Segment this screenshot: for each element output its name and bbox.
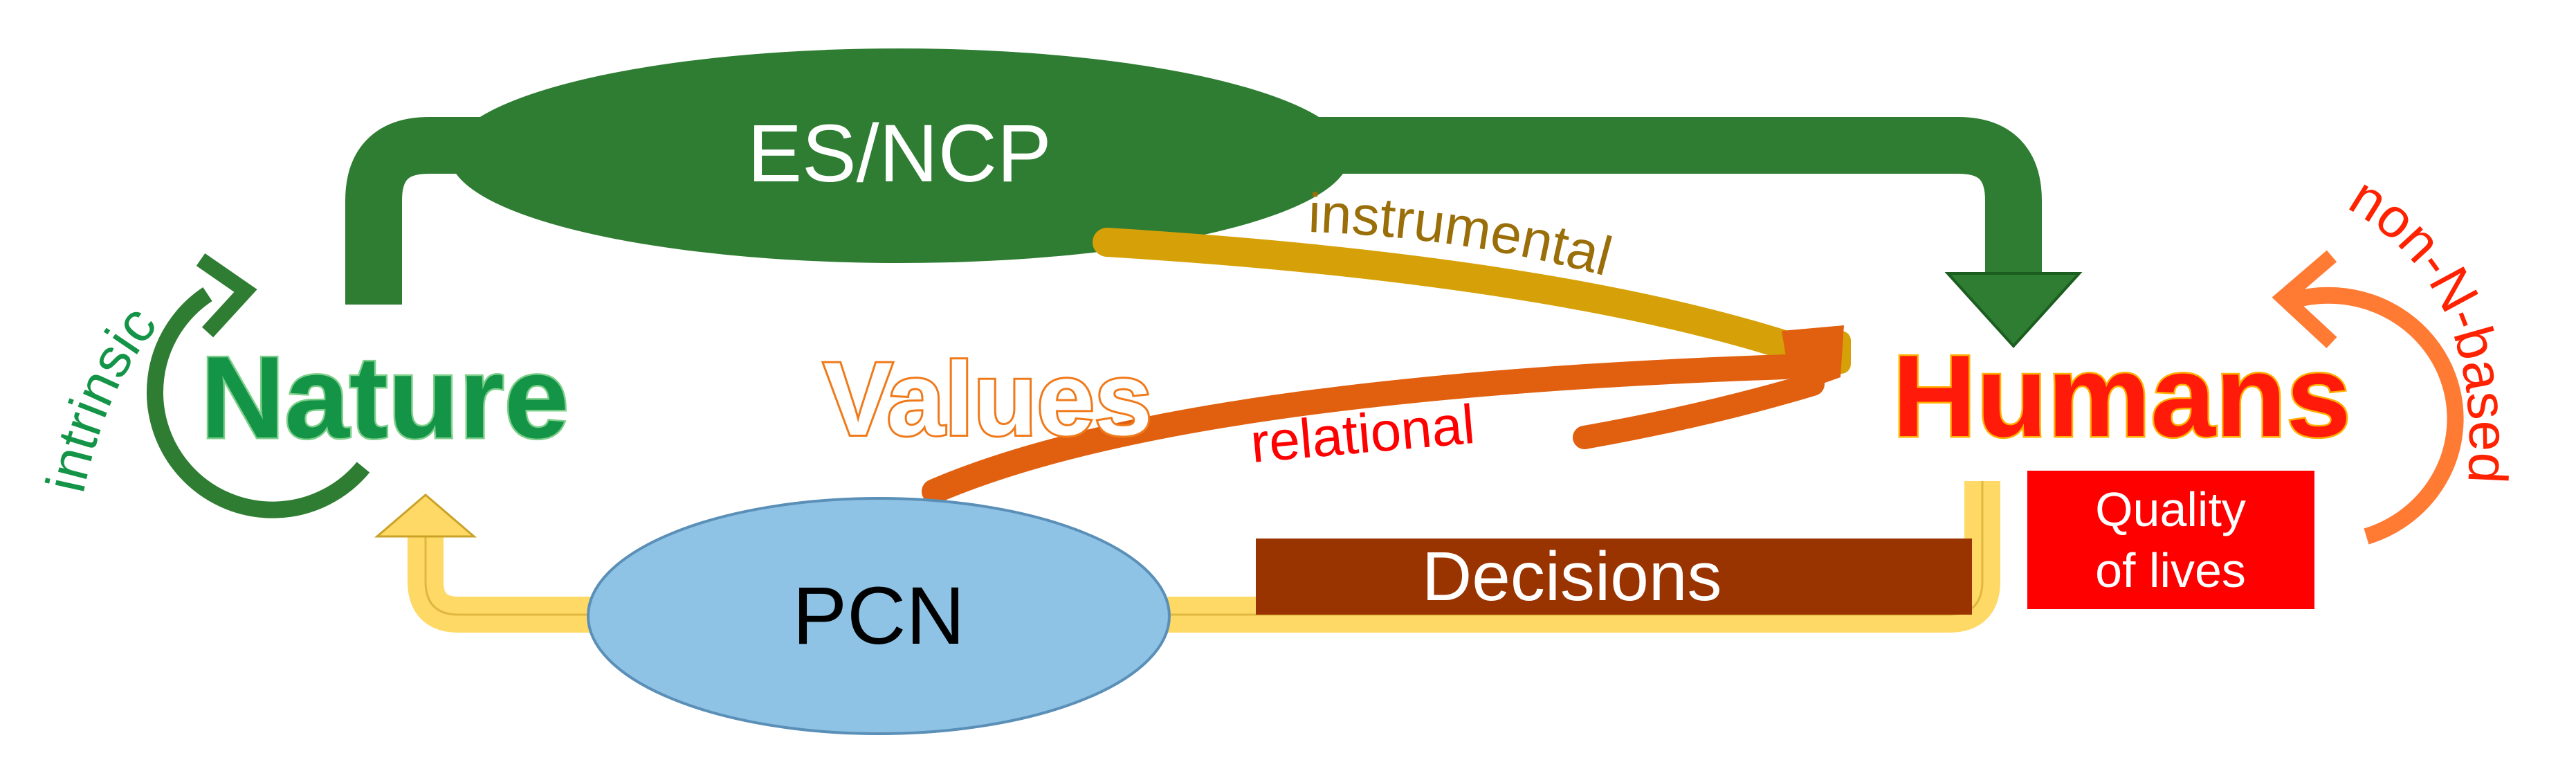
- decisions-bar: [1256, 539, 1972, 615]
- decisions-label: Decisions: [1422, 538, 1722, 615]
- instrumental-arrow: [1093, 228, 1851, 374]
- quality-of-lives-line2: of lives: [2095, 543, 2246, 597]
- intrinsic-loop-arc: [147, 287, 370, 518]
- pcn-ellipse: [587, 497, 1171, 735]
- quality-of-lives-line1: Quality: [2095, 482, 2246, 536]
- instrumental-arrow-shaft: [1093, 228, 1814, 364]
- quality-of-lives-box: [2027, 471, 2314, 609]
- es-ncp-label: ES/NCP: [747, 108, 1051, 199]
- relational-arrow: [922, 325, 1844, 504]
- pcn-label: PCN: [792, 570, 965, 662]
- relational-arrowhead: [1782, 325, 1844, 395]
- non-n-based-loop-arc: [2287, 287, 2464, 545]
- decision-flow-arrowhead: [374, 494, 477, 538]
- intrinsic-loop-arrow: [147, 253, 370, 518]
- relational-arrow-shaft-from-pcn: [922, 354, 1798, 504]
- non-n-based-loop-arrow: [2272, 250, 2464, 545]
- intrinsic-loop-arrowhead: [196, 253, 257, 338]
- es-ncp-flow-arrowhead: [1944, 272, 2083, 348]
- non-n-based-loop-arrowhead: [2272, 250, 2337, 349]
- humans-label: Humans: [1892, 331, 2351, 461]
- non-n-based-label: non-N-based: [2339, 165, 2519, 485]
- values-label: Values: [823, 341, 1152, 457]
- es-ncp-ellipse: [450, 48, 1349, 263]
- decision-flow-arrow: [374, 481, 2000, 633]
- nature-label: Nature: [201, 332, 569, 462]
- decision-flow-arrow-outline: [424, 481, 1984, 616]
- relational-arrow-shaft-lower: [1573, 372, 1825, 449]
